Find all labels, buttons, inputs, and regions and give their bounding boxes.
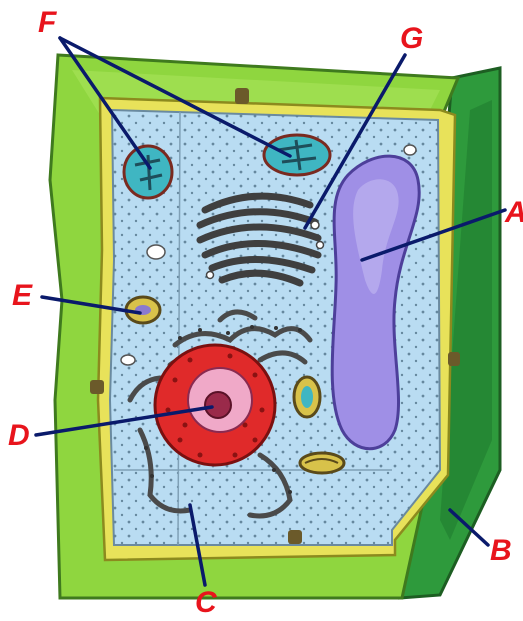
wall-pit [235,88,249,104]
chloroplast-right [264,135,330,175]
organelle-small [294,377,320,417]
label-e: E [12,279,33,312]
label-g: G [400,22,423,55]
mitochondrion-lower [300,453,344,473]
label-b: B [490,534,512,567]
chloroplast-left [124,146,172,198]
wall-pit [288,530,302,544]
nucleolus [205,392,231,418]
wall-pit [448,352,460,366]
label-c: C [195,586,218,619]
label-d: D [8,419,30,452]
wall-pit [90,380,104,394]
label-f: F [38,6,57,39]
label-a: A [504,196,523,229]
